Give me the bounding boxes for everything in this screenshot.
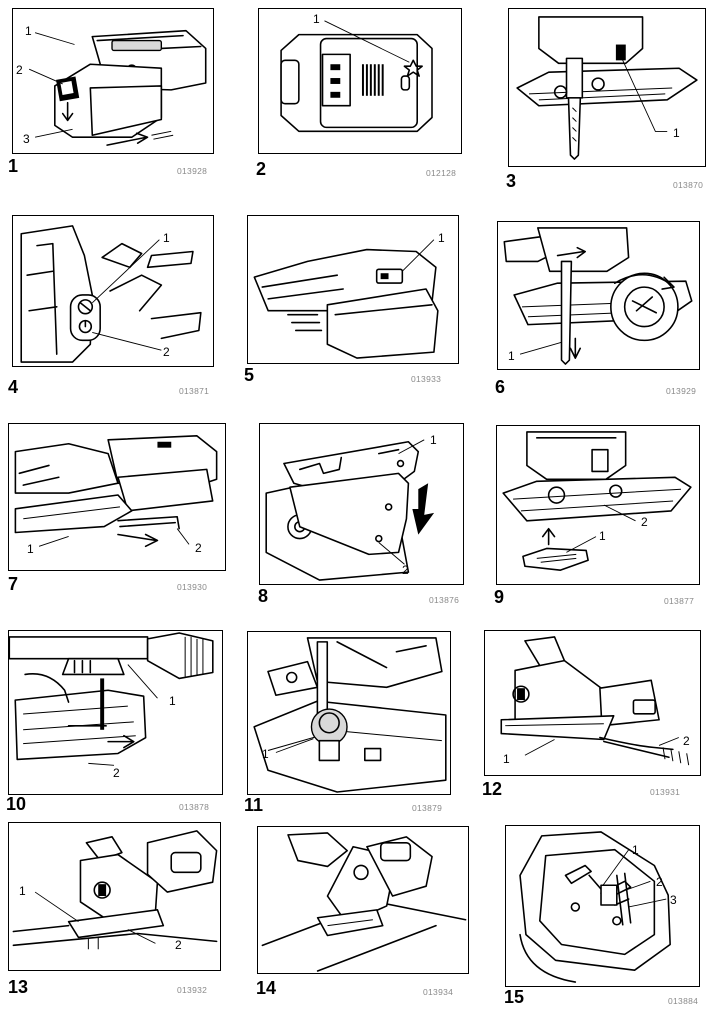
figure-4-callout-1: 1 [163, 231, 170, 245]
figure-4-panel: 1 2 [12, 215, 214, 367]
figure-1-callout-1: 1 [25, 24, 32, 38]
figure-14-panel [257, 826, 469, 974]
figure-1-number: 1 [8, 156, 19, 176]
figure-8-panel: 1 2 [259, 423, 464, 585]
figure-9-callout-2: 2 [641, 515, 648, 529]
figure-15-callout-3: 3 [670, 893, 677, 907]
figure-14-number: 14 [256, 978, 277, 998]
figure-5-panel: 1 [247, 215, 459, 364]
figure-1-callout-3: 3 [23, 132, 30, 146]
figure-2-panel: 1 [258, 8, 462, 154]
figure-12-code: 013931 [650, 787, 681, 797]
figure-4-callout-2: 2 [163, 345, 170, 359]
figure-13-callout-1: 1 [19, 884, 26, 898]
figure-15-callout-1: 1 [632, 843, 639, 857]
figure-1-panel: 1 2 3 [12, 8, 214, 154]
figure-7-callout-2: 2 [195, 541, 202, 555]
figure-15-illustration [519, 831, 671, 983]
figure-15-code: 013884 [668, 996, 699, 1006]
figure-11-number: 11 [244, 795, 264, 815]
figure-5-callout-1: 1 [438, 231, 445, 245]
figure-3-code: 013870 [673, 180, 704, 190]
figure-8-callout-2: 2 [402, 563, 409, 577]
figure-9-panel: 1 2 [496, 425, 700, 585]
figure-4-illustration [20, 225, 202, 363]
figure-7-panel: 1 2 [8, 423, 226, 571]
figure-4-number: 4 [8, 377, 19, 397]
figure-3-illustration [516, 16, 698, 160]
figure-13-panel: 1 2 [8, 822, 221, 971]
figure-7-illustration [14, 435, 218, 548]
figure-7-code: 013930 [177, 582, 208, 592]
figure-13-callout-2: 2 [175, 938, 182, 952]
figure-9-number: 9 [494, 587, 505, 607]
figure-14-code: 013934 [423, 987, 454, 997]
figure-2-code: 012128 [426, 168, 457, 178]
figure-11-callout-1: 1 [262, 747, 269, 761]
figure-10-callout-2: 2 [113, 766, 120, 780]
figure-1-code: 013928 [177, 166, 208, 176]
figure-13-code: 013932 [177, 985, 208, 995]
figure-5-code: 013933 [411, 374, 442, 384]
figure-5-number: 5 [244, 365, 255, 385]
figure-9-illustration [502, 431, 692, 571]
figure-12-callout-1: 1 [503, 752, 510, 766]
figure-13-number: 13 [8, 977, 29, 997]
figure-3-callout-1: 1 [673, 126, 680, 140]
figure-11-code: 013879 [412, 803, 443, 813]
figure-6-code: 013929 [666, 386, 697, 396]
figure-9-code: 013877 [664, 596, 695, 606]
figure-14-illustration [261, 832, 467, 972]
figure-11-panel: 1 [247, 631, 451, 795]
figure-6-callout-1: 1 [508, 349, 515, 363]
figure-1-callout-2: 2 [16, 63, 23, 77]
figure-8-callout-1: 1 [430, 433, 437, 447]
figure-6-number: 6 [495, 377, 506, 397]
figure-8-number: 8 [258, 586, 269, 606]
figure-8-illustration [265, 439, 435, 581]
figure-10-code: 013878 [179, 802, 210, 812]
figure-2-number: 2 [256, 159, 267, 179]
figure-3-panel: 1 [508, 8, 706, 167]
figure-2-illustration [280, 20, 433, 133]
figure-15-callout-2: 2 [656, 875, 663, 889]
figure-6-illustration [503, 227, 693, 365]
figure-3-number: 3 [506, 171, 517, 191]
figure-12-panel: 1 2 [484, 630, 701, 776]
figure-12-number: 12 [482, 779, 503, 799]
figure-11-illustration [253, 637, 447, 793]
figure-15-number: 15 [504, 987, 525, 1007]
figure-5-illustration [253, 239, 439, 359]
figure-12-callout-2: 2 [683, 734, 690, 748]
figure-15-panel: 1 2 3 [505, 825, 700, 987]
figure-7-callout-1: 1 [27, 542, 34, 556]
figure-10-callout-1: 1 [169, 694, 176, 708]
figure-6-panel: 1 [497, 221, 700, 370]
figure-13-illustration [12, 830, 218, 950]
figure-10-illustration [9, 632, 214, 766]
figure-12-illustration [500, 636, 690, 766]
figure-4-code: 013871 [179, 386, 210, 396]
figure-10-number: 10 [6, 794, 27, 814]
figure-10-panel: 1 2 [8, 630, 223, 795]
figure-7-number: 7 [8, 574, 19, 594]
figure-2-callout-1: 1 [313, 12, 320, 26]
figure-9-callout-1: 1 [599, 529, 606, 543]
figure-8-code: 013876 [429, 595, 460, 605]
figure-1-illustration [28, 29, 207, 146]
